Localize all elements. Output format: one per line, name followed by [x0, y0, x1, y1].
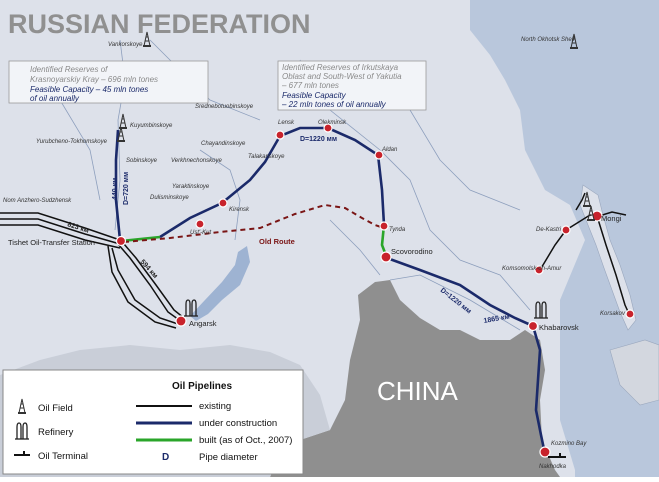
legend-oil-terminal: Oil Terminal [38, 451, 88, 462]
label-ust-kut: Ust'-Kut [190, 230, 211, 236]
label-nom-anzhero: Nom Anzhero-Sudzhensk [3, 198, 72, 204]
old-route-line [123, 203, 385, 243]
legend: Oil Field Refinery Oil Terminal Oil Pipe… [2, 369, 304, 475]
label-verkhnechonskoye: Verkhnechonskoye [171, 158, 222, 164]
place-labels: Vankorskoye North Okhotsk Shelf Kuyumbin… [3, 37, 626, 470]
legend-refinery: Refinery [38, 427, 74, 438]
major-place-labels: Tishet Oil-Transfer Station Scovorodino … [8, 214, 622, 332]
existing-pipelines [0, 192, 631, 329]
legend-built: built (as of Oct., 2007) [199, 435, 292, 446]
irkutsk-capacity: Feasible Capacity [282, 91, 347, 100]
label-d1220-north: D=1220 мм [300, 136, 337, 143]
label-440-km: 440 км [112, 178, 119, 200]
legend-under-construction: under construction [199, 418, 277, 429]
label-kirensk: Kirensk [229, 207, 250, 213]
lake-baikal [190, 246, 250, 321]
irkutsk-reserves-box [277, 60, 427, 111]
label-1865-km: 1865 км [483, 314, 510, 325]
label-komsomolsk: Komsomolsk-on-Amur [502, 266, 562, 272]
oil-terminal-marker [548, 453, 566, 458]
krasnoyarsk-capacity: Feasible Capacity – 45 mln tones [30, 85, 148, 94]
krasnoyarsk-heading: Identified Reserves of [30, 65, 108, 74]
label-talakanskoye: Talakanskoye [248, 154, 285, 160]
sea-japan [560, 320, 625, 470]
label-nakhodka: Nakhodka [539, 464, 567, 470]
label-mongi: Mongi [601, 214, 622, 223]
legend-pipelines-title: Oil Pipelines [172, 381, 232, 392]
rivers [59, 39, 531, 331]
legend-oil-field: Oil Field [38, 403, 73, 414]
label-de-kastri: De-Kastri [536, 227, 562, 233]
legend-diameter-symbol: D [162, 452, 169, 463]
label-sobinskoye: Sobinskoye [126, 158, 158, 164]
hokkaido-island [609, 339, 659, 406]
label-lensk: Lensk [278, 120, 295, 126]
label-khabarovsk: Khabarovsk [539, 323, 579, 332]
label-dulisminskoye: Dulisminskoye [150, 195, 189, 201]
label-tishet: Tishet Oil-Transfer Station [8, 238, 95, 247]
label-north-okhotsk-shelf: North Okhotsk Shelf [521, 37, 576, 43]
label-kuyumbinskoye: Kuyumbinskoye [130, 123, 173, 129]
reserve-texts: Identified Reserves of Krasnoyarskiy Kra… [30, 63, 402, 109]
pipeline-under-construction [114, 126, 547, 455]
label-olekminsk: Olekminsk [318, 120, 347, 126]
pipeline-nodes [115, 123, 635, 458]
china-label: CHINA [377, 376, 459, 406]
irkutsk-heading: Identified Reserves of Irkutskaya [282, 63, 399, 72]
label-kozmino: Kozmino Bay [551, 441, 587, 447]
label-srednebotuobinskoye: Srednebotuobinskoye [195, 104, 254, 110]
label-yaraktinskoye: Yaraktinskoye [172, 184, 210, 190]
label-yurubcheno: Yurubcheno-Tokhomskoye [36, 139, 108, 145]
label-korsakov: Korsakov [600, 311, 626, 317]
label-old-route: Old Route [259, 237, 295, 246]
irkutsk-reserves: Oblast and South-West of Yakutia [282, 72, 402, 81]
krasnoyarsk-capacity-2: of oil annually [30, 94, 80, 103]
label-d720: D=720 мм [123, 172, 130, 205]
label-tynda: Tynda [389, 227, 406, 233]
irkutsk-reserves-3: – 677 mln tones [281, 81, 339, 90]
map-title: RUSSIAN FEDERATION [8, 9, 311, 39]
china-territory [270, 280, 560, 477]
label-vankorskoye: Vankorskoye [108, 42, 143, 48]
legend-terminal-symbol [14, 451, 30, 456]
label-aldan: Aldan [381, 147, 398, 153]
krasnoyarsk-reserves-box [8, 60, 209, 104]
legend-existing: existing [199, 401, 231, 412]
label-chayandinskoye: Chayandinskoye [201, 141, 246, 147]
legend-diameter: Pipe diameter [199, 452, 258, 463]
krasnoyarsk-reserves: Krasnoyarskiy Kray – 696 mln tones [30, 75, 158, 84]
label-scovorodino: Scovorodino [391, 247, 433, 256]
label-angarsk: Angarsk [189, 319, 217, 328]
irkutsk-capacity-2: – 22 mln tones of oil annually [281, 100, 387, 109]
